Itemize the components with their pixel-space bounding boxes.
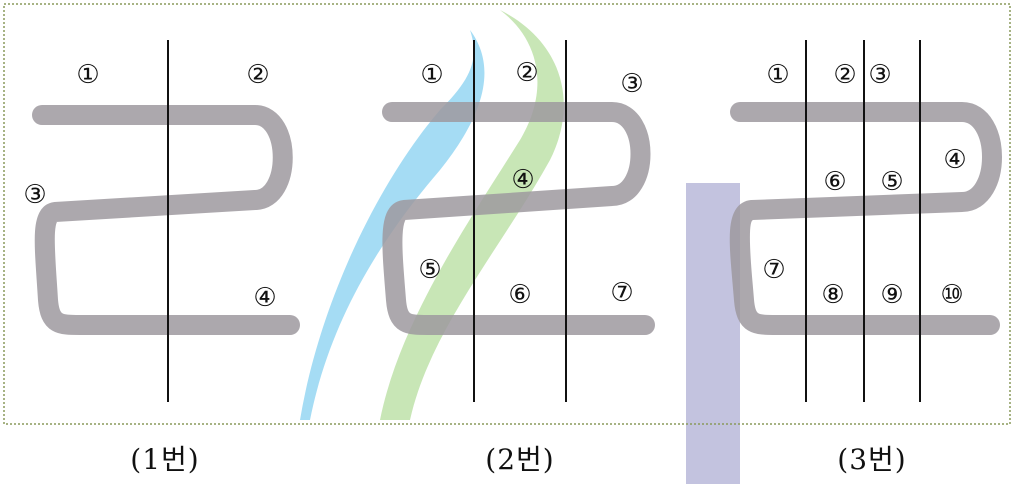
panel-1-caption: (1번)	[130, 443, 200, 476]
panel-2-label-7: ⑦	[610, 278, 633, 308]
panel-2-label-2: ②	[515, 58, 538, 88]
panel-3-caption: (3번)	[837, 443, 907, 476]
panel-3-label-1: ①	[766, 60, 789, 90]
panel-2-label-3: ③	[620, 69, 643, 99]
diagram-frame	[3, 3, 1011, 425]
panel-2-label-6: ⑥	[508, 280, 531, 310]
panel-3-label-5: ⑤	[880, 167, 903, 197]
panel-1-label-1: ①	[76, 60, 99, 90]
panel-2-stroke	[382, 102, 655, 335]
panel-3-stroke	[729, 102, 1002, 335]
panel-1-label-2: ②	[246, 60, 269, 90]
panel-3-label-4: ④	[943, 145, 966, 175]
panel-2-label-4: ④	[511, 165, 534, 195]
panel-2-label-1: ①	[420, 60, 443, 90]
panel-3-label-10: ⑩	[940, 280, 963, 310]
panel-2-label-5: ⑤	[418, 255, 441, 285]
panel-3-label-6: ⑥	[823, 167, 846, 197]
panel-1-stroke	[32, 105, 300, 335]
panel-2-caption: (2번)	[485, 443, 555, 476]
panel-3-label-3: ③	[868, 60, 891, 90]
panel-3-label-8: ⑧	[821, 280, 844, 310]
panel-1-label-4: ④	[253, 283, 276, 313]
panel-3-label-2: ②	[833, 60, 856, 90]
panel-3-label-7: ⑦	[762, 255, 785, 285]
panel-3-label-9: ⑨	[880, 280, 903, 310]
panel-1-label-3: ③	[23, 180, 46, 210]
